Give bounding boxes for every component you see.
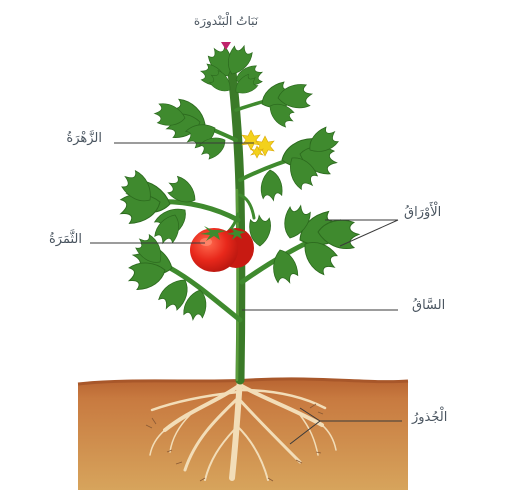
flower-label: الزَّهْرَةُ xyxy=(66,131,102,146)
flower xyxy=(241,129,275,159)
fruit xyxy=(190,226,254,272)
diagram-title: نَبَاتُ الْبَنْدورَة xyxy=(193,14,259,28)
roots xyxy=(149,375,337,481)
root-hairs xyxy=(145,403,324,482)
roots-leader-2 xyxy=(289,420,321,445)
leaves-leader-2 xyxy=(339,219,399,247)
stem-label: السَّاقُ xyxy=(412,298,446,313)
leader-lines xyxy=(90,142,402,445)
title-marker xyxy=(221,42,231,50)
fruit-label: الثَّمَرَةُ xyxy=(49,232,82,247)
roots-leader-3 xyxy=(299,407,321,422)
soil xyxy=(77,377,409,490)
roots-label: الْجُذورُ xyxy=(412,410,448,425)
leaves-label: الْأَوْرَاقُ xyxy=(404,205,442,220)
